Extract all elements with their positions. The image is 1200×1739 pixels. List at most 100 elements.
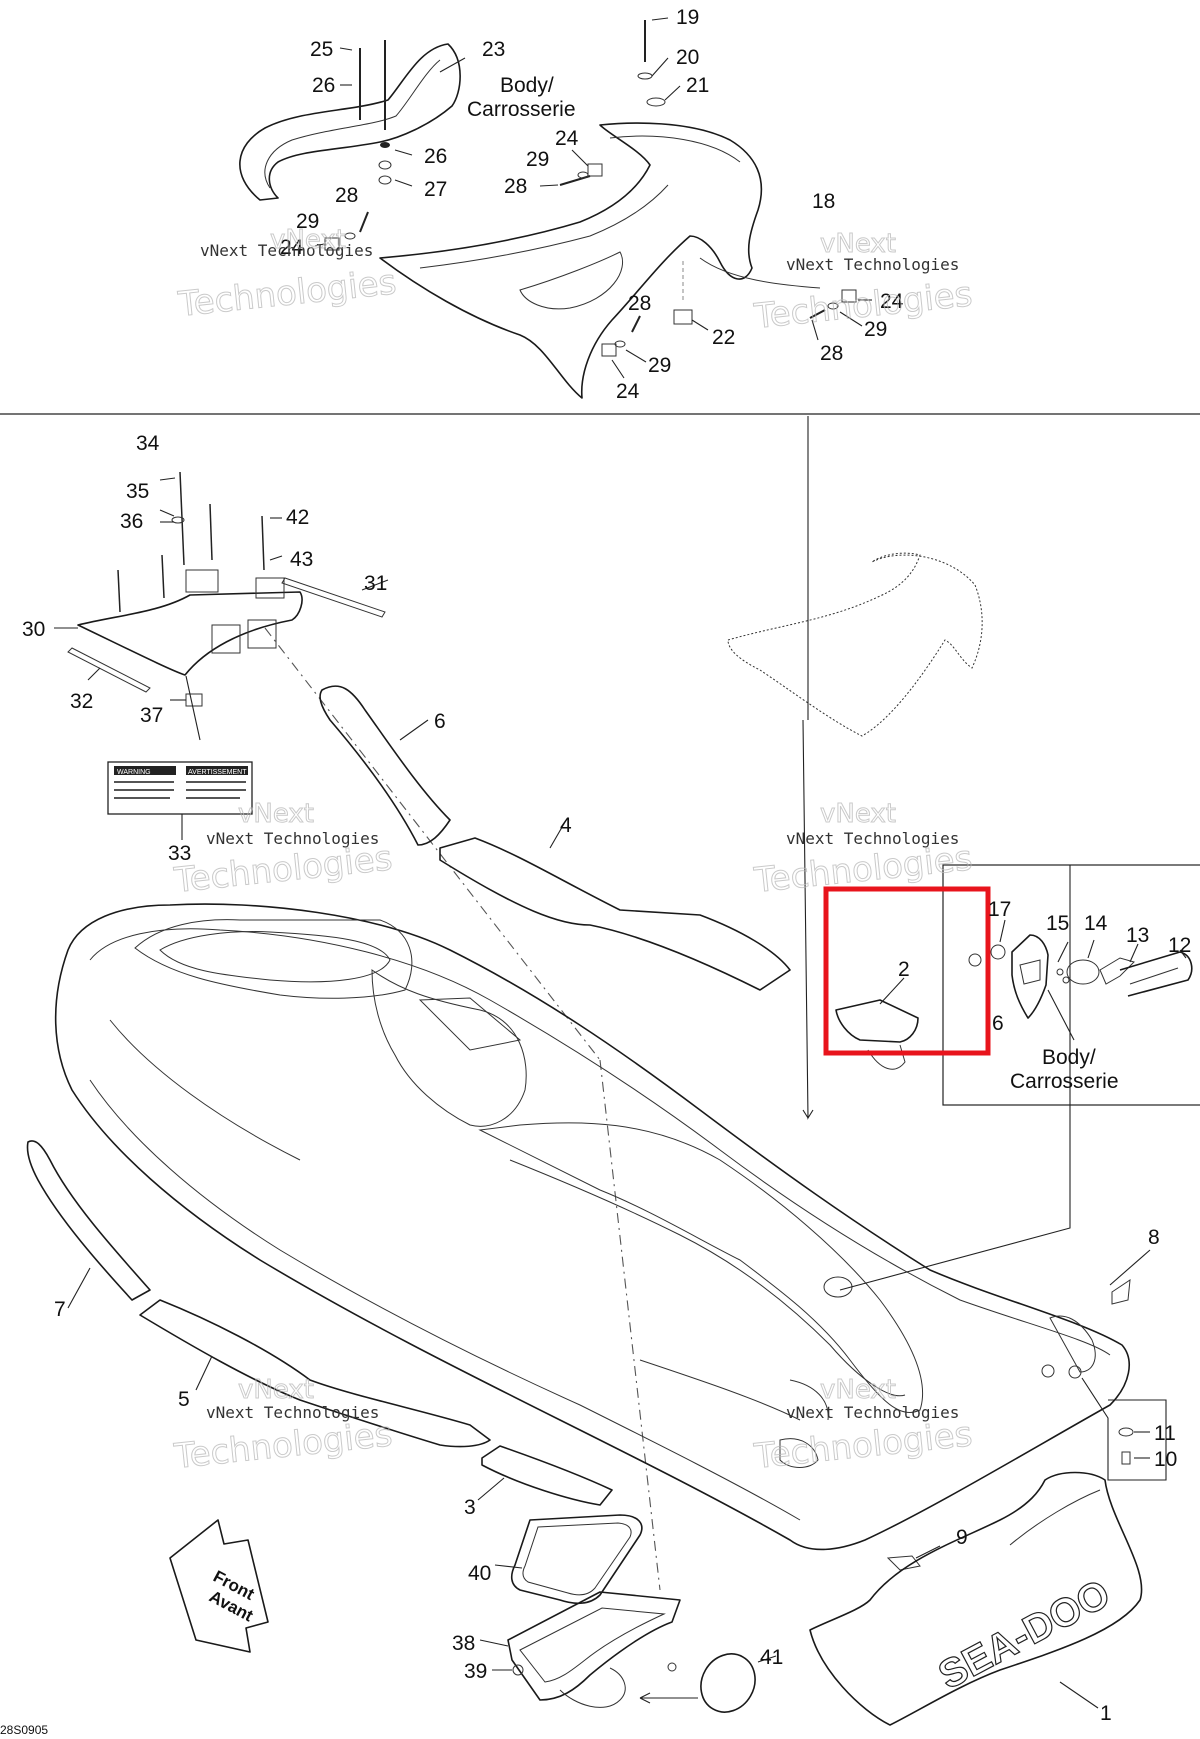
callout-15: 15 [1046, 912, 1069, 935]
svg-text:vNext Technologies: vNext Technologies [200, 241, 373, 260]
callout-22: 22 [712, 326, 735, 349]
callout-12: 12 [1168, 934, 1191, 957]
callout-27: 27 [424, 178, 447, 201]
callout-11: 11 [1154, 1422, 1176, 1445]
callout-24b: 24 [280, 236, 304, 259]
callout-23: 23 [482, 38, 505, 61]
fastener-39 [512, 1664, 524, 1676]
part-2-pad [835, 999, 919, 1043]
part-9-small-pad [886, 1555, 921, 1571]
callout-29c: 29 [648, 354, 671, 377]
fastener-right-28-29-24 [699, 257, 872, 341]
watermark-2: vNext Technologies vNext Technologies [751, 229, 974, 338]
callout-10: 10 [1154, 1448, 1177, 1471]
watermark-4: vNext Technologies vNext Technologies [751, 799, 974, 902]
part-18-cup [519, 251, 623, 310]
part-13-bracket [1099, 957, 1135, 985]
callout-29d: 29 [864, 318, 887, 341]
callout-24d: 24 [880, 290, 904, 313]
reference-rear-body [727, 552, 983, 737]
svg-text:vNext: vNext [820, 1375, 896, 1405]
callout-3: 3 [464, 1496, 476, 1519]
callout-37: 37 [140, 704, 163, 727]
watermark-1: vNext Technologies vNext Technologies [175, 225, 398, 326]
callout-6a: 6 [434, 710, 446, 733]
callout-43: 43 [290, 548, 313, 571]
figure-code: 28S0905 [0, 1723, 48, 1737]
watermark-5: vNext Technologies vNext Technologies [171, 1375, 394, 1478]
svg-text:vNext Technologies: vNext Technologies [206, 1403, 379, 1422]
svg-text:Technologies: Technologies [752, 274, 974, 337]
fastener-19-20-21 [637, 17, 681, 107]
callout-26b: 26 [424, 145, 447, 168]
part-18-top-rim [609, 135, 741, 163]
svg-text:Technologies: Technologies [752, 1414, 974, 1477]
highlight-box-part-2 [823, 886, 991, 1056]
part-23-side-panel [239, 43, 461, 201]
callout-31: 31 [364, 572, 387, 595]
warning-label-part-33: WARNING AVERTISSEMENT [107, 761, 253, 840]
callout-28d: 28 [820, 342, 843, 365]
part-5-mat-long [139, 1299, 491, 1448]
part-1-rear-mat: SEA-DOO [809, 1471, 1143, 1726]
callout-1: 1 [1100, 1702, 1112, 1725]
callout-24a: 24 [555, 127, 579, 150]
top-section: Body/ Carrosserie 19 20 21 23 25 26 26 2… [0, 6, 1200, 415]
part-3-mat-small [481, 1445, 613, 1506]
callout-19: 19 [676, 6, 699, 29]
callout-42: 42 [286, 506, 309, 529]
callout-30: 30 [22, 618, 45, 641]
callout-21: 21 [686, 74, 709, 97]
callout-34: 34 [136, 432, 160, 455]
assembly-arrow [802, 719, 814, 1120]
callout-28a: 28 [504, 175, 527, 198]
callout-38: 38 [452, 1632, 475, 1655]
latch-inset: Body/ Carrosserie [942, 864, 1200, 1106]
svg-text:vNext: vNext [820, 229, 896, 259]
part-18-inner-ridge [419, 184, 669, 269]
callout-5: 5 [178, 1388, 190, 1411]
part-14-plate [1066, 959, 1100, 985]
warning-title-en: WARNING [117, 769, 151, 776]
callout-26a: 26 [312, 74, 335, 97]
part-30-cover-assembly [54, 471, 389, 741]
callout-18: 18 [812, 190, 835, 213]
svg-text:Technologies: Technologies [172, 1414, 394, 1477]
part-7-mat-side [26, 1140, 151, 1301]
svg-text:vNext Technologies: vNext Technologies [786, 255, 959, 274]
callout-28b: 28 [335, 184, 358, 207]
callout-20: 20 [676, 46, 699, 69]
svg-text:Technologies: Technologies [176, 262, 398, 325]
part-23-inner-edge [264, 59, 441, 189]
callout-32: 32 [70, 690, 93, 713]
callout-17: 17 [988, 898, 1011, 921]
svg-text:vNext Technologies: vNext Technologies [786, 1403, 959, 1422]
main-hull-part [54, 903, 1130, 1551]
callout-4: 4 [560, 814, 572, 837]
callout-39: 39 [464, 1660, 487, 1683]
callout-14: 14 [1084, 912, 1108, 935]
callout-24c: 24 [616, 380, 640, 403]
fastener-mid-28-29-24 [539, 149, 603, 187]
part-18-rear-body [379, 122, 763, 399]
callout-9: 9 [956, 1526, 968, 1549]
part-12-handle [1119, 951, 1193, 997]
fastener-22 [673, 258, 709, 331]
callout-41: 41 [760, 1646, 783, 1669]
body-label-top-line2: Carrosserie [467, 98, 576, 121]
part-8-small-pad [1111, 1278, 1131, 1305]
svg-text:vNext Technologies: vNext Technologies [786, 829, 959, 848]
part-4-mat-long [439, 837, 791, 991]
callout-8: 8 [1148, 1226, 1160, 1249]
callout-36: 36 [120, 510, 143, 533]
callout-33: 33 [168, 842, 191, 865]
fastener-bottom-28-29-24 [601, 315, 647, 379]
callout-35: 35 [126, 480, 149, 503]
watermarks: vNext Technologies vNext Technologies vN… [171, 225, 974, 1478]
part-38-tub [507, 1591, 681, 1701]
callout-29b: 29 [296, 210, 319, 233]
body-label-inset-line1: Body/ [1042, 1046, 1096, 1069]
callout-29a: 29 [526, 148, 549, 171]
callout-2: 2 [898, 958, 910, 981]
bottom-section: WARNING AVERTISSEMENT [0, 416, 1200, 1737]
